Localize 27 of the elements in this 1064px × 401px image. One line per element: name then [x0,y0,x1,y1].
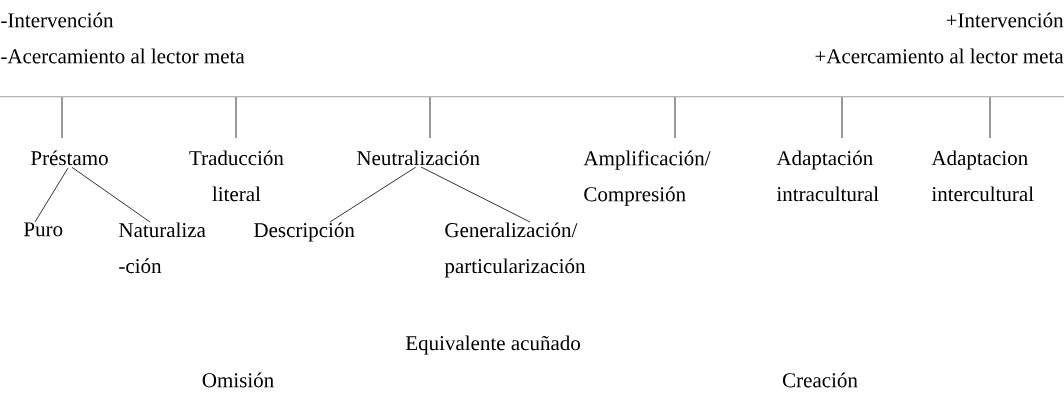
text-label: Creación [782,372,858,388]
text-label: +Acercamiento al lector meta [815,48,1064,64]
term-label: Adaptación intracultural [776,150,879,202]
tick-line [989,96,991,139]
text-label: -Acercamiento al lector meta [1,48,245,64]
term-label: Amplificación/ Compresión [583,150,711,206]
branch-line [71,166,151,223]
branch-line [329,166,417,223]
term-label: Puro [24,222,63,237]
text-label: +Intervención [946,12,1064,28]
branch-line [420,166,531,223]
text-label: Omisión [202,372,274,388]
text-label: -Intervención [1,12,114,28]
tick-line [61,96,63,139]
term-label: Descripción [254,222,355,242]
term-label: Adaptacion intercultural [931,150,1034,202]
text-label: Equivalente acuñado [405,335,580,355]
term-label: Préstamo [31,150,108,166]
tick-line [235,96,237,139]
tick-line [674,96,676,139]
tick-line [841,96,843,139]
term-label: Traducción literal [189,150,284,202]
term-label: Generalización/ particularización [444,222,586,278]
term-label: Naturaliza -ción [119,222,206,274]
tick-line [429,96,431,139]
term-label: Neutralización [357,150,480,166]
branch-line [34,167,69,223]
